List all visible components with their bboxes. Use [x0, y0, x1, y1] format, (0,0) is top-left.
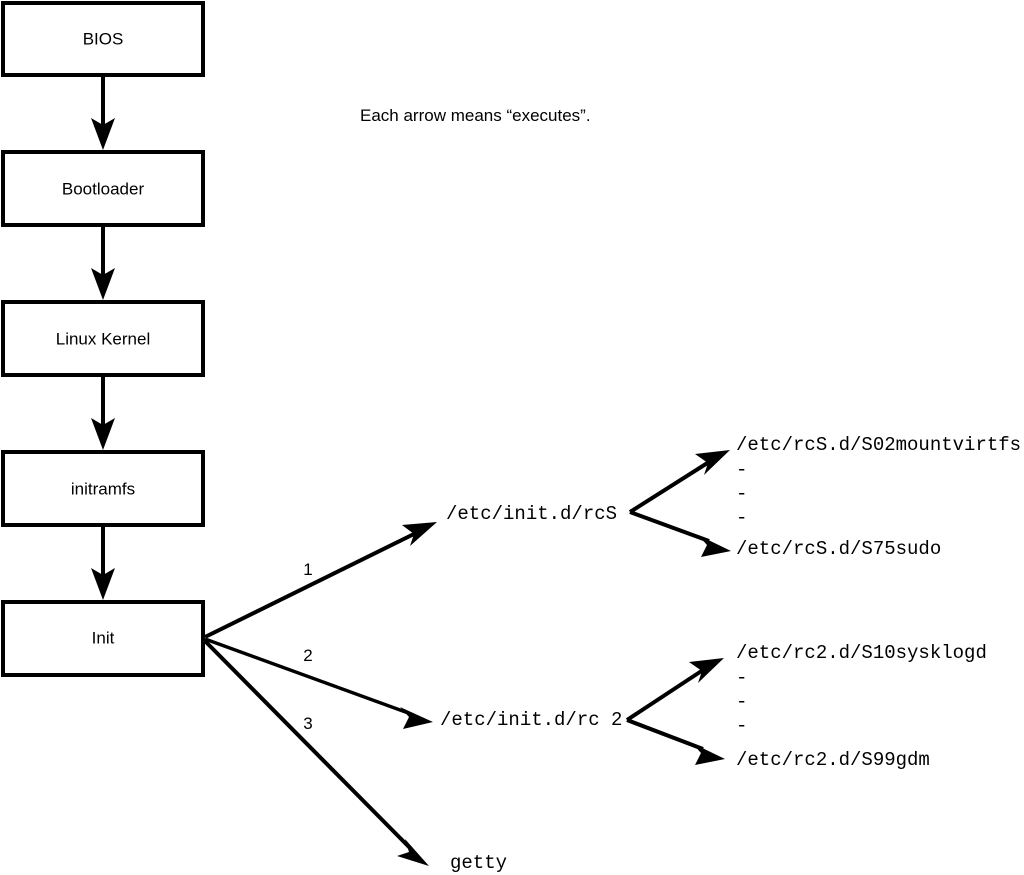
rc2-child-last-label: /etc/rc2.d/S99gdm: [736, 749, 930, 771]
rcs-child-first-label: /etc/rcS.d/S02mountvirtfs: [736, 434, 1021, 456]
rcs-child-last-label: /etc/rcS.d/S75sudo: [736, 538, 941, 560]
node-initramfs[interactable]: initramfs: [1, 450, 205, 527]
arrow-init-to-rcs: 1: [204, 522, 437, 639]
linux-kernel-box[interactable]: [1, 300, 205, 377]
node-bios[interactable]: BIOS: [1, 1, 205, 77]
rc2-ellipsis-2: -: [736, 691, 747, 713]
bios-box[interactable]: [1, 1, 205, 77]
node-linux-kernel[interactable]: Linux Kernel: [1, 300, 205, 377]
initramfs-label: initramfs: [71, 479, 135, 498]
caption-text: Each arrow means “executes”.: [360, 106, 591, 125]
rc2-child-first-label: /etc/rc2.d/S10sysklogd: [736, 642, 987, 664]
rc2-ellipsis-1: -: [736, 667, 747, 689]
arrow-rcs-to-first-child: [628, 450, 730, 514]
arrow-rc2-to-last-child: [626, 718, 725, 765]
bios-label: BIOS: [83, 29, 124, 48]
edge-number-2: 2: [303, 646, 312, 665]
bootloader-box[interactable]: [1, 150, 205, 227]
edge-number-1: 1: [303, 560, 312, 579]
arrow-bootloader-to-kernel: [91, 227, 115, 300]
rcs-ellipsis-2: -: [736, 483, 747, 505]
script-label-rcs: /etc/init.d/rcS: [446, 503, 617, 525]
edge-number-3: 3: [303, 714, 312, 733]
linux-kernel-label: Linux Kernel: [56, 329, 151, 348]
arrow-kernel-to-initramfs: [91, 377, 115, 450]
rcs-ellipsis-3: -: [736, 507, 747, 529]
init-box[interactable]: [1, 600, 205, 677]
arrow-init-to-getty: 3: [203, 639, 429, 866]
initramfs-box[interactable]: [1, 450, 205, 527]
arrow-rc2-to-first-child: [625, 658, 724, 722]
arrow-rcs-to-last-child: [629, 510, 731, 557]
bootloader-label: Bootloader: [62, 179, 145, 198]
arrow-bios-to-bootloader: [91, 77, 115, 150]
script-label-rc2: /etc/init.d/rc 2: [440, 709, 622, 731]
node-bootloader[interactable]: Bootloader: [1, 150, 205, 227]
node-init[interactable]: Init: [1, 600, 205, 677]
arrow-initramfs-to-init: [91, 527, 115, 600]
script-label-getty: getty: [450, 852, 507, 874]
init-label: Init: [92, 628, 115, 647]
arrow-init-to-rc2: 2: [204, 637, 433, 729]
rc2-ellipsis-3: -: [736, 715, 747, 737]
rcs-ellipsis-1: -: [736, 459, 747, 481]
